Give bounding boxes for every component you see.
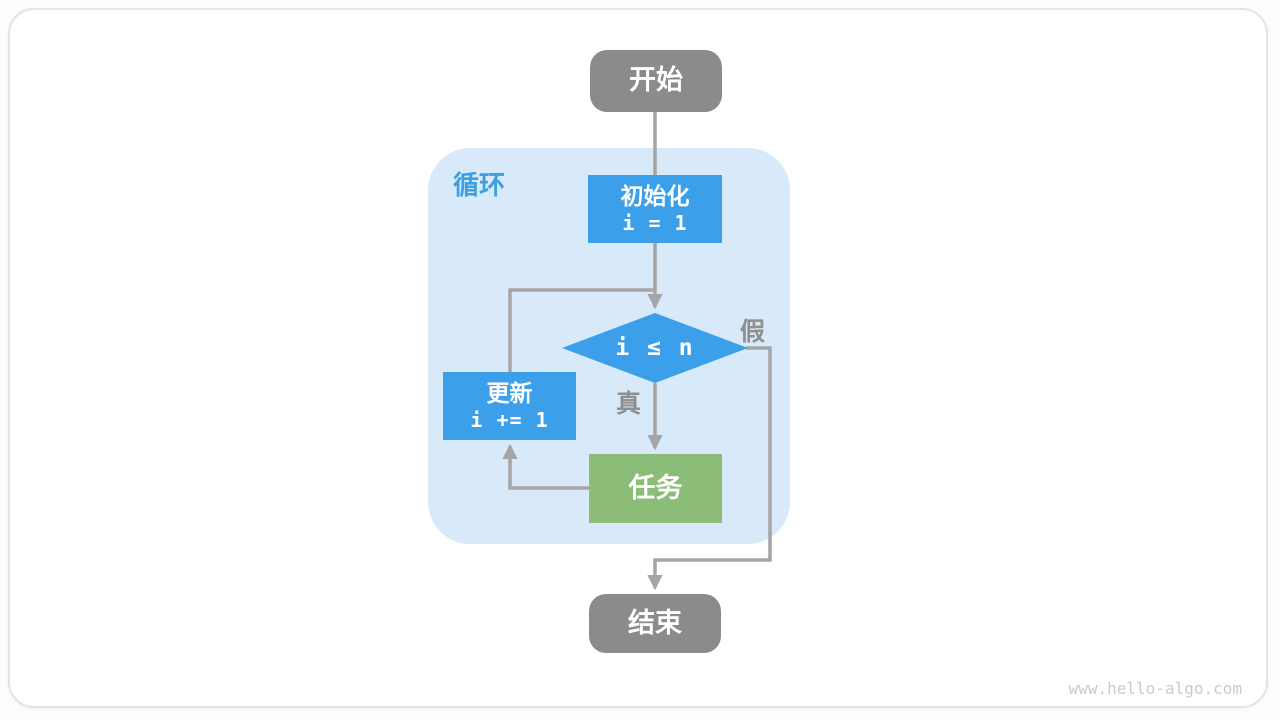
start-label: 开始 xyxy=(629,65,683,96)
site-watermark: www.hello-algo.com xyxy=(1068,679,1242,698)
task-label: 任务 xyxy=(628,472,683,503)
update-title: 更新 xyxy=(486,380,533,407)
flow-node-end: 结束 xyxy=(589,594,721,653)
edge-task-update xyxy=(502,443,589,490)
flow-node-update: 更新 i += 1 xyxy=(443,372,576,440)
flow-node-init: 初始化 i = 1 xyxy=(588,175,722,243)
flow-node-start: 开始 xyxy=(590,50,722,112)
edge-condition-end xyxy=(647,346,772,591)
edge-label-false: 假 xyxy=(740,318,766,346)
edge-update-join xyxy=(508,288,655,373)
init-title: 初始化 xyxy=(620,183,690,210)
update-code: i += 1 xyxy=(470,407,549,432)
flow-node-task: 任务 xyxy=(589,454,722,523)
edge-label-true: 真 xyxy=(616,390,642,418)
loop-region-label: 循环 xyxy=(453,170,506,200)
condition-code: i ≤ n xyxy=(615,335,695,361)
end-label: 结束 xyxy=(628,607,682,638)
init-code: i = 1 xyxy=(622,210,688,235)
